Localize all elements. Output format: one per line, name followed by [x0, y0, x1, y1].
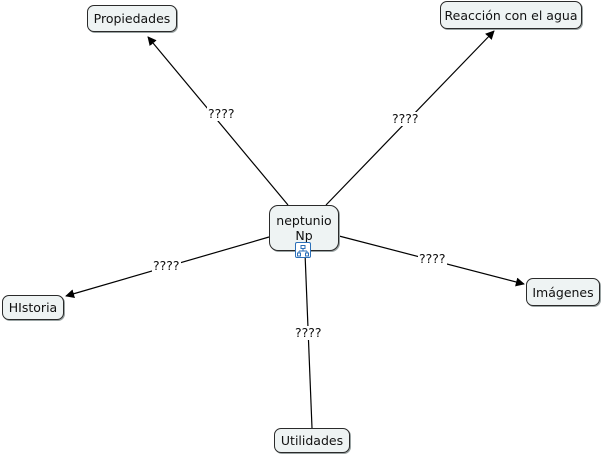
link-utilidades	[304, 252, 313, 429]
concept-historia-label: HIstoria	[8, 300, 58, 315]
concept-reaccion-label: Reacción con el agua	[444, 7, 578, 23]
concept-utilidades-label: Utilidades	[280, 433, 344, 448]
submap-icon[interactable]	[295, 242, 311, 258]
link-label-utilidades: ????	[294, 325, 323, 340]
concept-historia[interactable]: HIstoria	[2, 295, 64, 320]
concept-propiedades-label: Propiedades	[93, 11, 171, 26]
center-line-2: Np	[295, 228, 313, 243]
link-label-imagenes: ????	[418, 251, 447, 266]
concept-neptunio-np[interactable]: neptunio Np	[269, 205, 339, 251]
center-line-1: neptunio	[276, 213, 332, 228]
link-propiedades	[147, 36, 289, 206]
concept-imagenes-label: Imágenes	[532, 284, 594, 300]
link-label-reaccion: ????	[391, 111, 420, 126]
concept-imagenes[interactable]: Imágenes	[526, 278, 600, 306]
concept-reaccion-con-el-agua[interactable]: Reacción con el agua	[440, 1, 582, 29]
concept-utilidades[interactable]: Utilidades	[274, 428, 350, 453]
submap-icon-glyph	[297, 245, 309, 257]
concept-propiedades[interactable]: Propiedades	[87, 5, 177, 32]
link-label-historia: ????	[152, 258, 181, 273]
link-label-propiedades: ????	[207, 106, 236, 121]
